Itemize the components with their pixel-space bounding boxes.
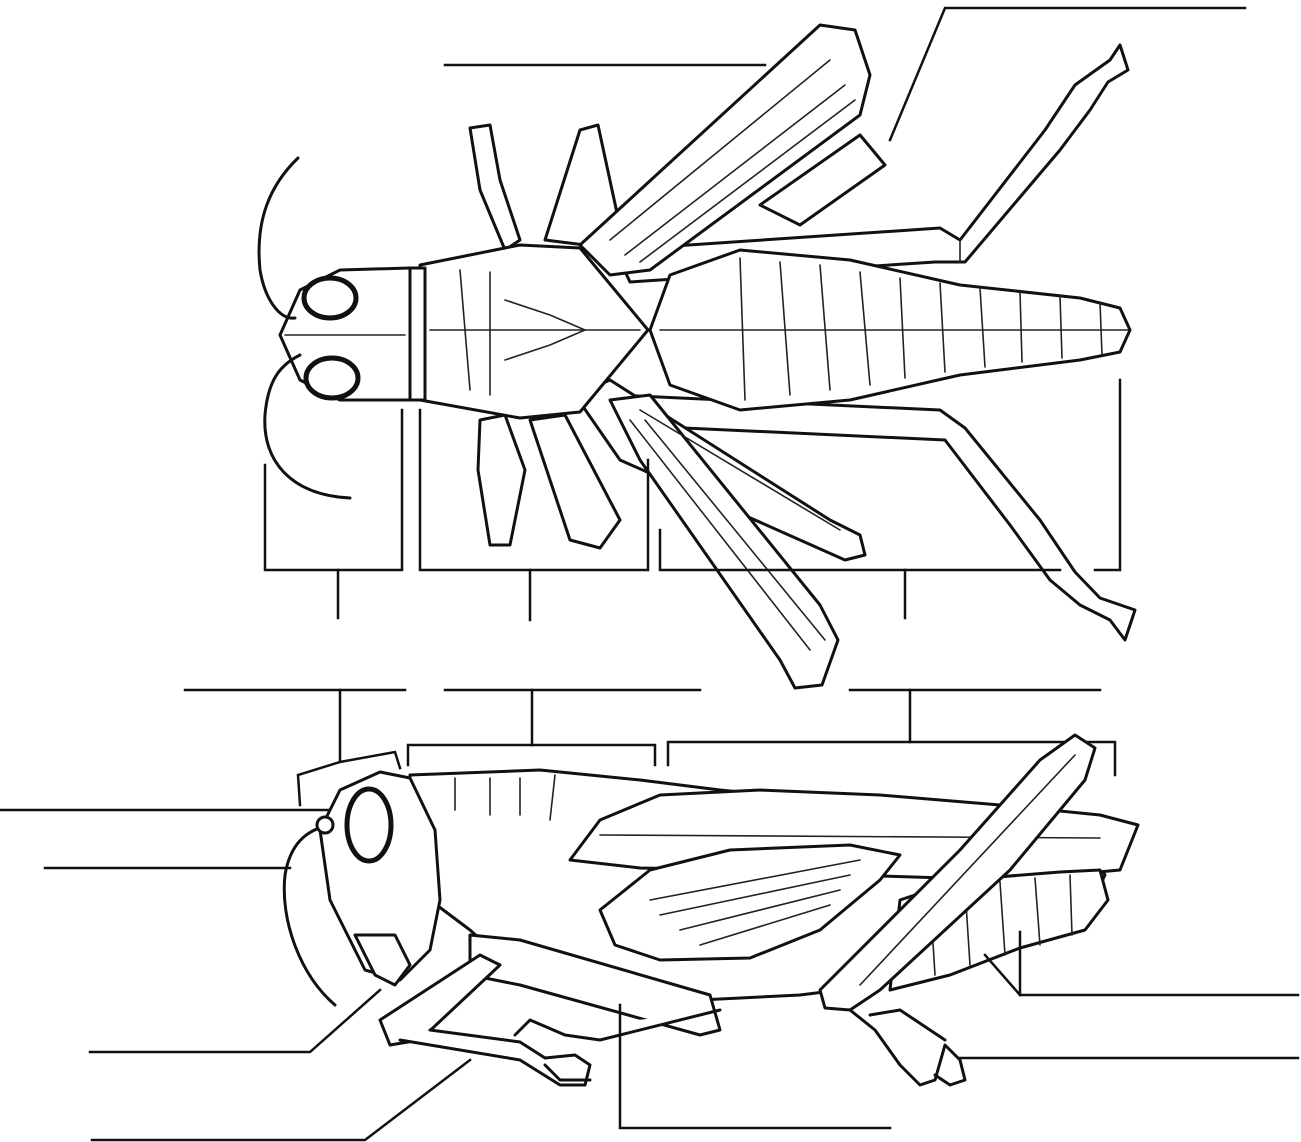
lateral-region-bracket-thorax — [408, 690, 655, 765]
lateral-eye — [347, 789, 391, 861]
dorsal-front-leg-lower — [478, 415, 620, 548]
lateral-view — [0, 690, 1298, 1140]
dorsal-region-bracket-head — [265, 410, 402, 618]
dorsal-abdomen — [650, 250, 1130, 410]
dorsal-head — [280, 268, 410, 400]
dorsal-eye-upper — [304, 278, 356, 318]
dorsal-antenna-upper — [259, 158, 298, 318]
lateral-label-line-spiracles — [1020, 932, 1298, 995]
lateral-head — [320, 772, 440, 985]
dorsal-eye-lower — [306, 358, 358, 398]
dorsal-view — [259, 8, 1245, 688]
lateral-label-line-mouthparts — [90, 990, 380, 1052]
lateral-spiracle-pointer — [985, 955, 1020, 995]
lateral-label-line-foreleg — [92, 1060, 470, 1140]
